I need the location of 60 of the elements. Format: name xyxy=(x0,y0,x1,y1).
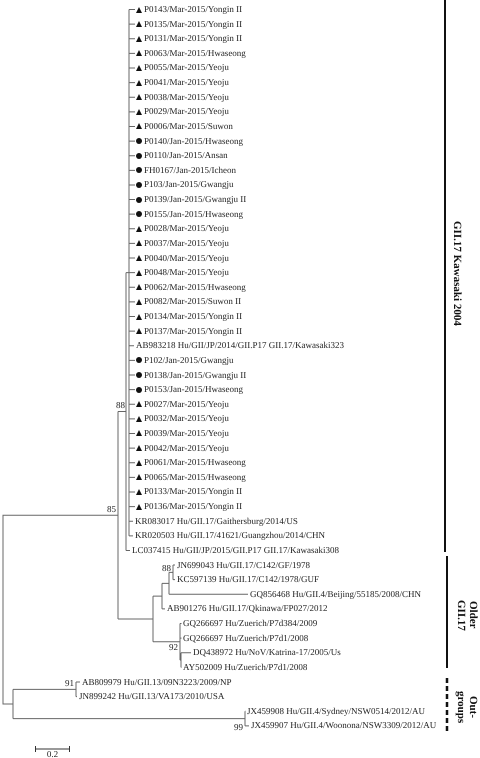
taxon-label: P0063/Mar-2015/Hwaseong xyxy=(144,48,246,59)
taxon-label: P0082/Mar-2015/Suwon II xyxy=(144,296,242,308)
taxon-label: P103/Jan-2015/Gwangju xyxy=(144,179,234,190)
taxon-label: P0143/Mar-2015/Yongin II xyxy=(144,4,242,15)
taxon-label: JN699043 Hu/GII.17/C142/GF/1978 xyxy=(177,560,310,571)
taxon-label: P0135/Mar-2015/Yongin II xyxy=(144,18,242,30)
taxon-label: DQ438972 Hu/NoV/Katrina-17/2005/Us xyxy=(193,647,341,658)
clade-label: Out-groups xyxy=(455,690,479,724)
taxon-label: P0134/Mar-2015/Yongin II xyxy=(144,311,242,322)
taxon-label: P0138/Jan-2015/Gwangju II xyxy=(144,370,246,380)
taxon-label: KR083017 Hu/GII.17/Gaithersburg/2014/US xyxy=(135,516,298,527)
taxon-label: AB983218 Hu/GII/JP/2014/GII.P17 GII.17/Kawasaki323 xyxy=(136,340,344,352)
taxon-label: JN899242 Hu/GII.13/VA173/2010/USA xyxy=(79,691,224,702)
taxon-label: GQ266697 Hu/Zuerich/P7d1/2008 xyxy=(183,632,308,644)
bootstrap-value: 91 xyxy=(65,678,74,688)
taxon-label: FH0167/Jan-2015/Icheon xyxy=(144,164,236,176)
taxon-label: P0133/Mar-2015/Yongin II xyxy=(144,486,242,498)
bootstrap-value: 92 xyxy=(169,642,178,652)
taxon-label: P0027/Mar-2015/Yeoju xyxy=(144,398,229,410)
taxon-label: P0155/Jan-2015/Hwaseong xyxy=(144,208,243,220)
taxon-label: P0139/Jan-2015/Gwangju II xyxy=(144,194,246,206)
taxon-label: P0041/Mar-2015/Yeoju xyxy=(144,77,229,88)
bootstrap-value: 99 xyxy=(234,722,243,732)
taxon-label: P0110/Jan-2015/Ansan xyxy=(144,150,228,162)
taxon-label: JX459907 Hu/GII.4/Woonona/NSW3309/2012/AU xyxy=(251,720,436,732)
taxon-label: AB901276 Hu/GII.17/Qkinawa/FP027/2012 xyxy=(167,603,328,614)
taxon-label: GQ266697 Hu/Zuerich/P7d384/2009 xyxy=(183,618,318,630)
taxon-label: P0048/Mar-2015/Yeoju xyxy=(144,267,229,278)
taxon-label: P0061/Mar-2015/Hwaseong xyxy=(144,457,246,468)
taxon-label: P0039/Mar-2015/Yeoju xyxy=(144,428,229,439)
taxon-label: KR020503 Hu/GII.17/41621/Guangzhou/2014/CHN xyxy=(135,530,325,542)
scale-label: 0.2 xyxy=(46,750,58,758)
taxon-label: P0131/Mar-2015/Yongin II xyxy=(144,33,242,44)
taxon-label: GQ856468 Hu/GII.4/Beijing/55185/2008/CHN xyxy=(250,588,421,600)
taxon-label: P0137/Mar-2015/Yongin II xyxy=(144,326,242,337)
taxon-label: AB809979 Hu/GII.13/09N3223/2009/NP xyxy=(82,676,232,688)
taxon-label: AY502009 Hu/Zuerich/P7d1/2008 xyxy=(183,662,308,673)
bootstrap-value: 88 xyxy=(116,400,125,410)
taxon-label: KC597139 Hu/GII.17/C142/1978/GUF xyxy=(177,574,320,586)
bootstrap-value: 85 xyxy=(107,504,116,514)
taxon-label: P0040/Mar-2015/Yeoju xyxy=(144,252,229,264)
taxon-label: P0055/Mar-2015/Yeoju xyxy=(144,62,229,74)
taxon-label: P0038/Mar-2015/Yeoju xyxy=(144,92,229,103)
taxon-label: P0029/Mar-2015/Yeoju xyxy=(144,106,229,118)
clade-label: GII.17 Kawasaki 2004 xyxy=(451,221,463,326)
taxon-label: P0037/Mar-2015/Yeoju xyxy=(144,238,229,249)
bootstrap-value: 88 xyxy=(162,563,171,573)
taxon-label: JX459908 Hu/GII.4/Sydney/NSW0514/2012/AU xyxy=(247,706,425,717)
taxon-label: P102/Jan-2015/Gwangju xyxy=(144,354,234,366)
taxon-label: P0032/Mar-2015/Yeoju xyxy=(144,413,229,424)
taxon-label: P0065/Mar-2015/Hwaseong xyxy=(144,472,246,483)
taxon-label: P0006/Mar-2015/Suwon xyxy=(144,120,233,132)
taxon-label: P0136/Mar-2015/Yongin II xyxy=(144,501,242,512)
taxon-label: P0062/Mar-2015/Hwaseong xyxy=(144,282,246,293)
taxon-label: P0028/Mar-2015/Yeoju xyxy=(144,223,229,234)
taxon-label: P0140/Jan-2015/Hwaseong xyxy=(144,136,243,147)
clade-label: Older GII.17 xyxy=(455,598,479,632)
taxon-label: LC037415 Hu/GII/JP/2015/GII.P17 GII.17/Kawasaki308 xyxy=(132,544,339,556)
taxon-label: P0042/Mar-2015/Yeoju xyxy=(144,442,229,454)
taxon-label: P0153/Jan-2015/Hwaseong xyxy=(144,384,243,396)
